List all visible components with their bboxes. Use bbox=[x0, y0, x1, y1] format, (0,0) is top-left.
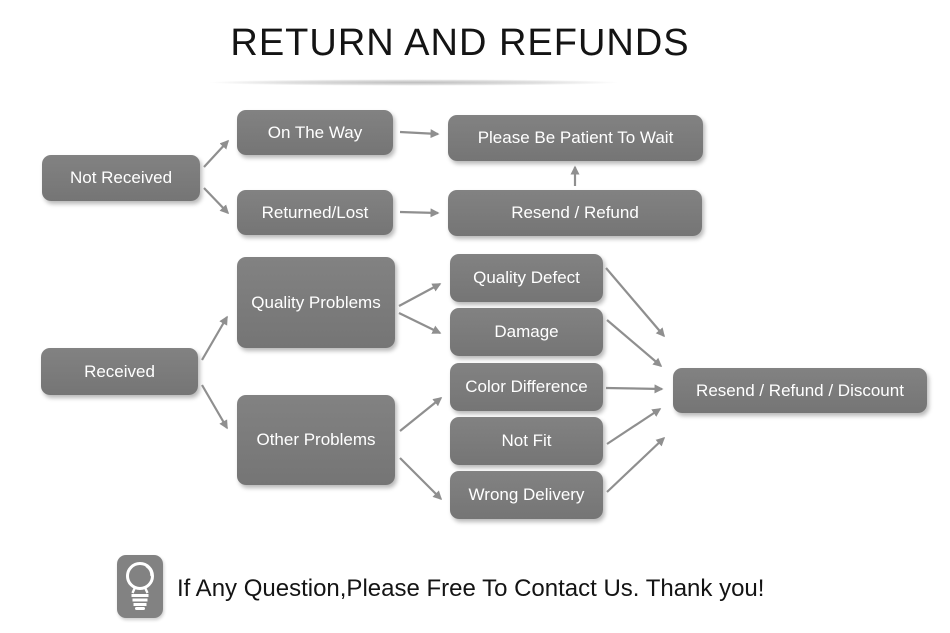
arrow-not-received-on-the-way bbox=[203, 139, 230, 168]
node-wrong-delivery: Wrong Delivery bbox=[450, 471, 603, 519]
title-divider bbox=[198, 79, 630, 86]
contact-note: If Any Question,Please Free To Contact U… bbox=[177, 575, 765, 602]
arrow-wrong-delivery-final bbox=[606, 436, 666, 493]
node-quality-problems: Quality Problems bbox=[237, 257, 395, 348]
node-received: Received bbox=[41, 348, 198, 395]
arrow-quality-problems-quality-defect bbox=[398, 283, 442, 307]
arrow-quality-defect-final bbox=[605, 267, 665, 338]
node-color-difference: Color Difference bbox=[450, 363, 603, 411]
node-returned-lost: Returned/Lost bbox=[237, 190, 393, 235]
node-please-be-patient: Please Be Patient To Wait bbox=[448, 115, 703, 161]
arrow-received-other-problems bbox=[201, 384, 228, 430]
arrow-received-quality-problems bbox=[201, 315, 228, 361]
arrow-damage-final bbox=[606, 319, 663, 367]
arrow-returned-lost-resend-refund bbox=[399, 208, 440, 218]
node-quality-defect: Quality Defect bbox=[450, 254, 603, 302]
arrow-quality-problems-damage bbox=[398, 312, 442, 334]
arrow-not-fit-final bbox=[606, 408, 662, 445]
node-damage: Damage bbox=[450, 308, 603, 356]
node-on-the-way: On The Way bbox=[237, 110, 393, 155]
node-resend-refund: Resend / Refund bbox=[448, 190, 702, 236]
node-other-problems: Other Problems bbox=[237, 395, 395, 485]
page-title: RETURN AND REFUNDS bbox=[230, 22, 690, 64]
node-not-received: Not Received bbox=[42, 155, 200, 201]
arrow-other-problems-color-difference bbox=[399, 397, 443, 432]
arrow-on-the-way-please-wait bbox=[399, 129, 440, 139]
node-not-fit: Not Fit bbox=[450, 417, 603, 465]
arrow-color-difference-final bbox=[605, 384, 664, 394]
lightbulb-icon bbox=[117, 555, 163, 618]
arrow-not-received-returned-lost bbox=[203, 187, 230, 215]
arrow-other-problems-wrong-delivery bbox=[399, 457, 443, 501]
node-resend-refund-discount: Resend / Refund / Discount bbox=[673, 368, 927, 413]
